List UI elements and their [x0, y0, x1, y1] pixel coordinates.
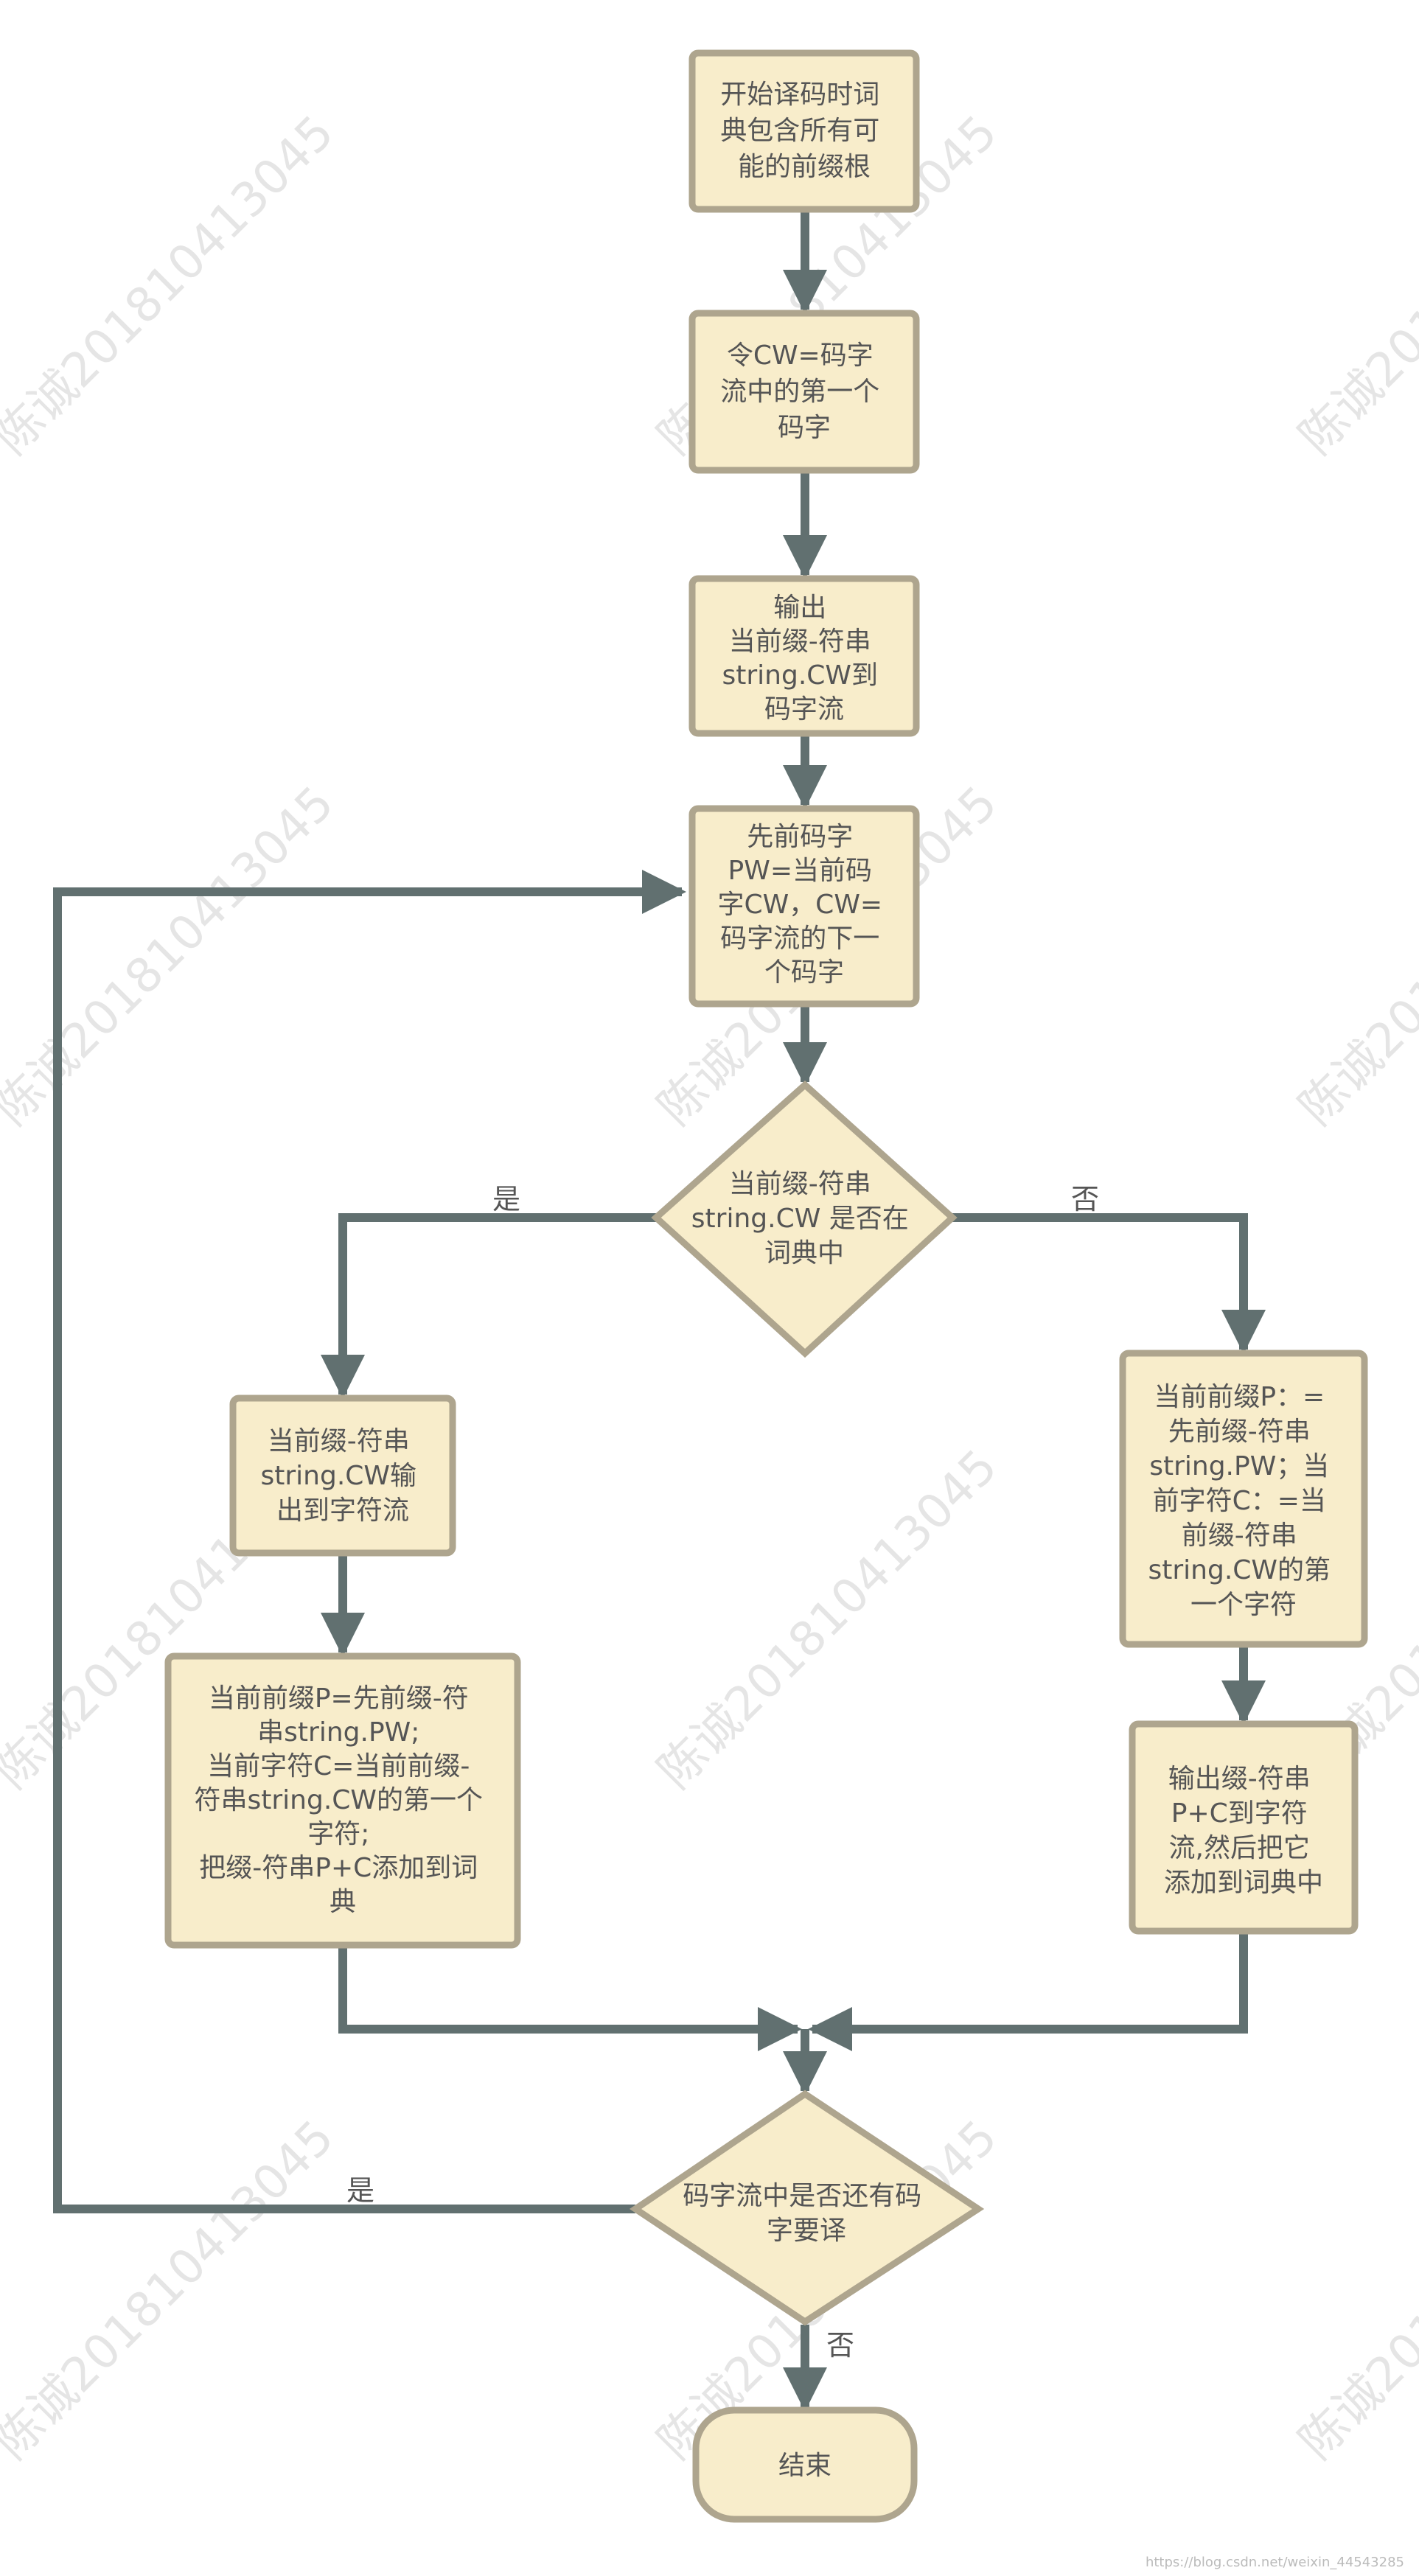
- node-in-dict-line-1: 当前缀-符串: [729, 1169, 871, 1199]
- node-yes-output-label: 当前缀-符串 string.CW输 出到字符流: [261, 1426, 425, 1526]
- node-start-line-3: 能的前缀根: [738, 152, 871, 182]
- node-yes-update-line-4: 符串string.CW的第一个: [195, 1785, 484, 1815]
- node-init-cw-label: 令CW=码字 流中的第一个 码字: [720, 341, 888, 443]
- node-output-first-line-4: 码字流: [764, 694, 844, 725]
- node-yes-output-line-3: 出到字符流: [276, 1495, 409, 1526]
- node-start-line-2: 典包含所有可: [720, 116, 879, 146]
- node-yes-output-line-1: 当前缀-符串: [268, 1426, 410, 1456]
- node-output-first-box: [688, 575, 920, 737]
- edge-decision-no: [951, 1213, 1266, 1354]
- node-output-first-line-1: 输出: [773, 593, 826, 623]
- watermark-text-12: 陈诚201810413045: [1289, 2110, 1419, 2470]
- node-no-output-label: 输出缀-符串 P+C到字符 流,然后把它 添加到词典中: [1164, 1764, 1323, 1898]
- edges: [53, 209, 1266, 2412]
- watermark-text-1: 陈诚201810413045: [0, 105, 344, 465]
- node-init-cw-line-1: 令CW=码字: [727, 341, 874, 371]
- edge-label-more-yes: 是: [346, 2174, 374, 2207]
- node-advance-line-3: 字CW，CW=: [717, 890, 882, 920]
- node-more-line-2: 字要译: [767, 2216, 846, 2246]
- node-no-assign-box: [1119, 1350, 1368, 1648]
- watermark-text-10: 陈诚201810413045: [0, 2110, 344, 2470]
- node-no-assign-line-3: string.PW；当: [1149, 1451, 1329, 1481]
- node-no-output-line-1: 输出缀-符串: [1168, 1764, 1311, 1794]
- node-advance-label: 先前码字 PW=当前码 字CW，CW= 码字流的下一 个码字: [717, 822, 890, 988]
- node-no-assign-label: 当前前缀P：= 先前缀-符串 string.PW；当 前字符C：=当 前缀-符串…: [1148, 1382, 1339, 1620]
- node-in-dict-label: 当前缀-符串 string.CW 是否在 词典中: [691, 1169, 917, 1268]
- watermark-text-4: 陈诚201810413045: [0, 776, 344, 1136]
- node-advance-box: [688, 805, 920, 1008]
- node-yes-output-box: [229, 1395, 456, 1557]
- node-no-output-line-2: P+C到字符: [1171, 1798, 1308, 1829]
- node-yes-output-line-2: string.CW输: [261, 1461, 417, 1491]
- node-more-diamond: [629, 2090, 985, 2326]
- node-output-first-line-3: string.CW到: [722, 660, 879, 691]
- node-advance-line-2: PW=当前码: [728, 856, 872, 886]
- node-no-assign-line-4: 前字符C：=当: [1153, 1486, 1326, 1516]
- edge-loop-back: [53, 870, 686, 2213]
- node-end-label: 结束: [778, 2451, 831, 2481]
- nodes: [164, 49, 1368, 2523]
- edge-no-branch-merge: [808, 1931, 1248, 2051]
- node-in-dict-line-3: 词典中: [764, 1238, 844, 1268]
- edge-label-in-dict-yes: 是: [492, 1183, 520, 1215]
- edge-label-in-dict-no: 否: [1071, 1183, 1099, 1215]
- node-output-first-line-2: 当前缀-符串: [729, 626, 871, 657]
- node-init-cw-line-3: 码字: [778, 413, 831, 443]
- node-no-output-line-4: 添加到词典中: [1164, 1868, 1323, 1898]
- node-more-label: 码字流中是否还有码 字要译: [683, 2181, 930, 2246]
- node-yes-update-line-6: 把缀-符串P+C添加到词: [199, 1853, 478, 1883]
- node-output-first-label: 输出 当前缀-符串 string.CW到 码字流: [722, 593, 887, 725]
- node-yes-update-box: [164, 1652, 521, 1949]
- node-labels: 开始译码时词 典包含所有可 能的前缀根 令CW=码字 流中的第一个 码字 输出 …: [195, 80, 1339, 2481]
- edge-labels: 是 否 是 否: [346, 1183, 1099, 2362]
- node-no-output-box: [1129, 1720, 1359, 1935]
- node-yes-update-line-1: 当前前缀P=先前缀-符: [209, 1683, 469, 1714]
- watermark-text-6: 陈诚201810413045: [1289, 776, 1419, 1136]
- node-advance-line-4: 码字流的下一: [720, 924, 879, 954]
- node-in-dict-diamond: [651, 1080, 958, 1358]
- node-no-assign-line-2: 先前缀-符串: [1168, 1417, 1311, 1447]
- node-yes-update-line-2: 串string.PW;: [257, 1717, 419, 1748]
- watermark-text-8: 陈诚201810413045: [648, 1439, 1008, 1799]
- node-advance-line-1: 先前码字: [747, 822, 853, 852]
- node-yes-update-line-7: 典: [330, 1887, 356, 1917]
- node-init-cw-line-2: 流中的第一个: [720, 377, 879, 407]
- source-note: https://blog.csdn.net/weixin_44543285: [1146, 2555, 1404, 2570]
- edge-label-more-no: 否: [826, 2329, 854, 2362]
- node-no-assign-line-5: 前缀-符串: [1182, 1521, 1297, 1551]
- edge-decision-yes: [321, 1213, 660, 1399]
- node-more-line-1: 码字流中是否还有码: [683, 2181, 921, 2211]
- node-start-box: [688, 49, 920, 213]
- node-yes-update-line-5: 字符;: [307, 1819, 369, 1849]
- node-in-dict-line-2: string.CW 是否在: [691, 1204, 909, 1234]
- node-init-cw-box: [688, 310, 920, 474]
- node-yes-update-label: 当前前缀P=先前缀-符 串string.PW; 当前字符C=当前前缀- 符串st…: [195, 1683, 492, 1917]
- node-start-label: 开始译码时词 典包含所有可 能的前缀根: [720, 80, 888, 182]
- node-yes-update-line-3: 当前字符C=当前前缀-: [207, 1751, 470, 1781]
- node-no-assign-line-7: 一个字符: [1190, 1590, 1297, 1620]
- node-no-assign-line-1: 当前前缀P：=: [1154, 1382, 1325, 1412]
- watermark-text-3: 陈诚201810413045: [1289, 105, 1419, 465]
- node-no-output-line-3: 流,然后把它: [1169, 1833, 1310, 1863]
- node-no-assign-line-6: string.CW的第: [1148, 1555, 1331, 1585]
- edge-yes-branch-merge: [338, 1945, 802, 2051]
- node-advance-line-5: 个码字: [764, 957, 844, 988]
- node-end-box: [692, 2406, 918, 2523]
- node-start-line-1: 开始译码时词: [720, 80, 879, 110]
